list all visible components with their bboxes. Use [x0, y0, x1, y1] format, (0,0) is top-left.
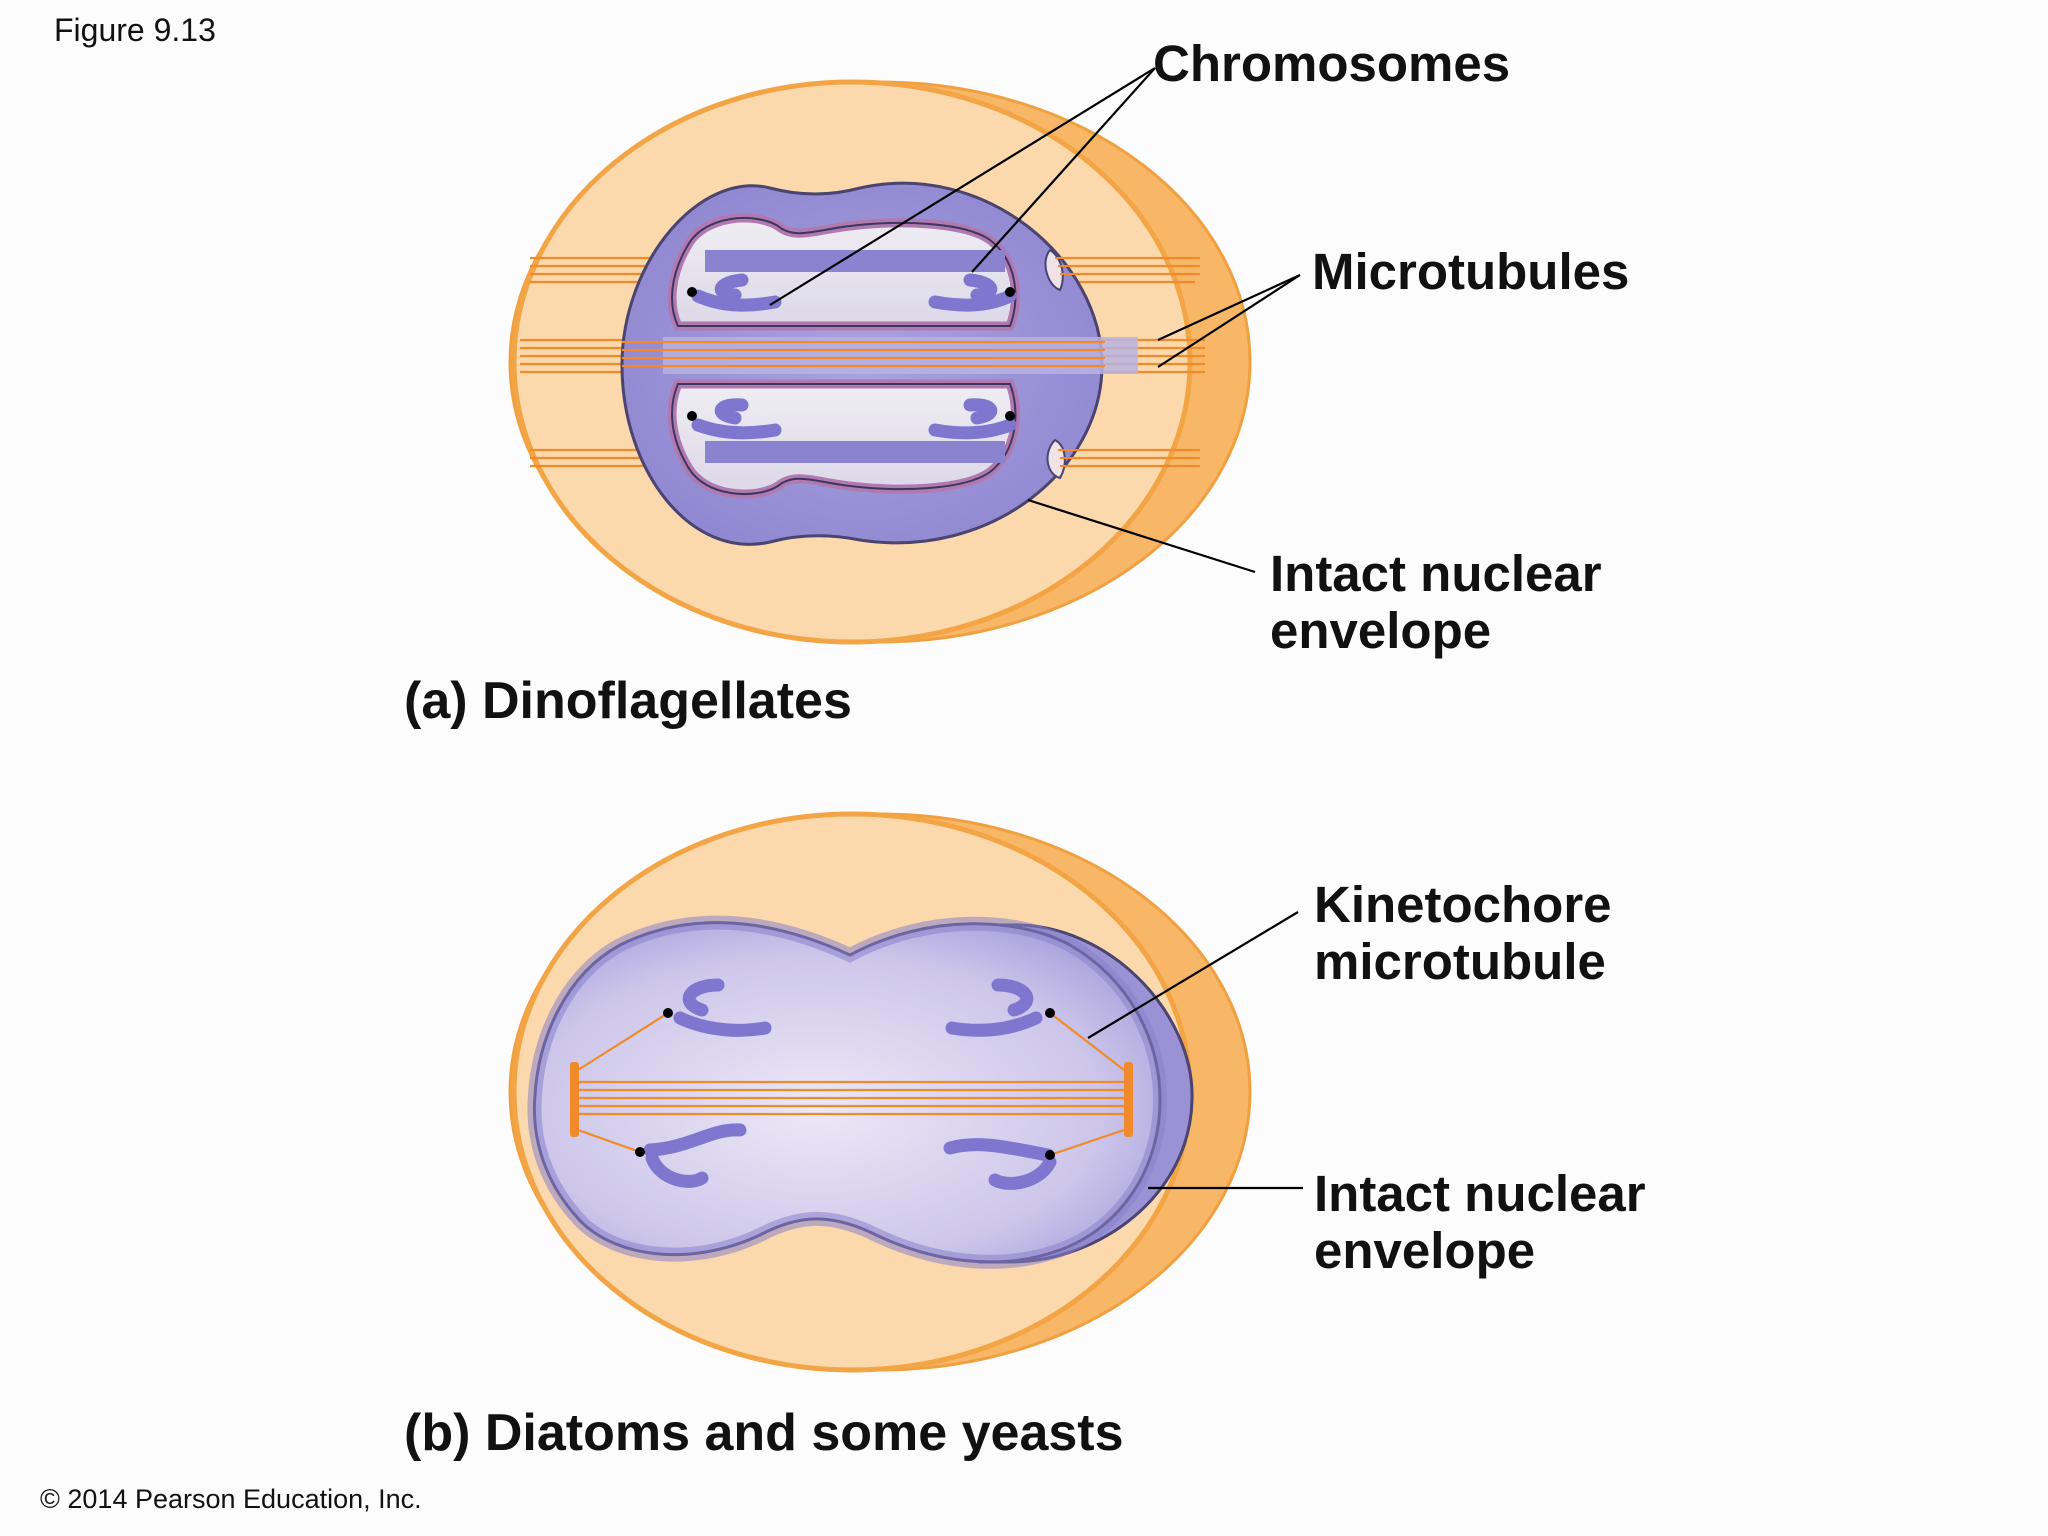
panel-a-kinetochores — [687, 287, 1015, 421]
chromosome — [714, 273, 749, 302]
panel-a-microtubules-center — [622, 340, 1105, 368]
chromosome — [991, 978, 1034, 1017]
panel-a-tunnel-top — [1044, 248, 1064, 292]
panel-b-nucleus — [532, 921, 1162, 1264]
envelope-label-line1: Intact nuclear — [1314, 1165, 1646, 1222]
panel-a-caption: (a) Dinoflagellates — [404, 672, 852, 730]
chromosome — [963, 398, 998, 425]
chromosome — [645, 1151, 709, 1188]
envelope-label-line2: envelope — [1270, 602, 1492, 660]
panel-b-caption: (b) Diatoms and some yeasts — [404, 1404, 1124, 1462]
panel-a-leader-lines — [769, 67, 1301, 574]
panel-b-leader-lines — [1087, 911, 1303, 1190]
chromosome — [714, 398, 749, 425]
panel-a-lower-channel — [705, 441, 1005, 463]
chromosome — [691, 289, 782, 312]
chromosome — [928, 418, 1017, 440]
panel-a-upper-channel — [705, 250, 1005, 272]
chromosome — [988, 1155, 1057, 1190]
chromosome — [945, 1011, 1043, 1037]
chromosome — [643, 1123, 747, 1157]
spindle-pole-right — [1124, 1062, 1133, 1137]
envelope-label-line2: envelope — [1314, 1222, 1536, 1280]
chromosomes-label: Chromosomes — [1153, 35, 1511, 92]
microtubules-label: Microtubules — [1312, 243, 1630, 300]
envelope-label-line1: Intact nuclear — [1270, 545, 1602, 602]
chromosome — [673, 1011, 772, 1037]
panel-b-chromosomes — [643, 978, 1057, 1190]
panel-b-kinetochore-microtubules — [577, 1012, 1125, 1157]
panel-b-spindle — [578, 1080, 1128, 1116]
chromosome — [682, 978, 725, 1017]
copyright: © 2014 Pearson Education, Inc. — [40, 1484, 422, 1514]
panel-b-kinetochores — [635, 1008, 1055, 1160]
figure-label: Figure 9.13 — [54, 12, 216, 48]
chromosome — [928, 289, 1017, 312]
panel-b-envelope-label: Intact nuclear envelope — [1314, 1165, 1646, 1279]
chromosome — [691, 418, 782, 440]
spindle-pole-left — [570, 1062, 579, 1137]
kinetochore-microtubule-label: Kinetochore microtubule — [1314, 876, 1612, 990]
kinetochore-label-line1: Kinetochore — [1314, 876, 1612, 933]
chromosome — [963, 273, 998, 302]
panel-b-spindle-pole-bodies — [570, 1062, 1133, 1137]
panel-a-center-channel — [663, 337, 1138, 374]
panel-a-chromosomes — [691, 273, 1017, 440]
panel-a-envelope-label: Intact nuclear envelope — [1270, 545, 1602, 659]
chromosome — [943, 1138, 1055, 1162]
kinetochore-label-line2: microtubule — [1314, 933, 1606, 991]
